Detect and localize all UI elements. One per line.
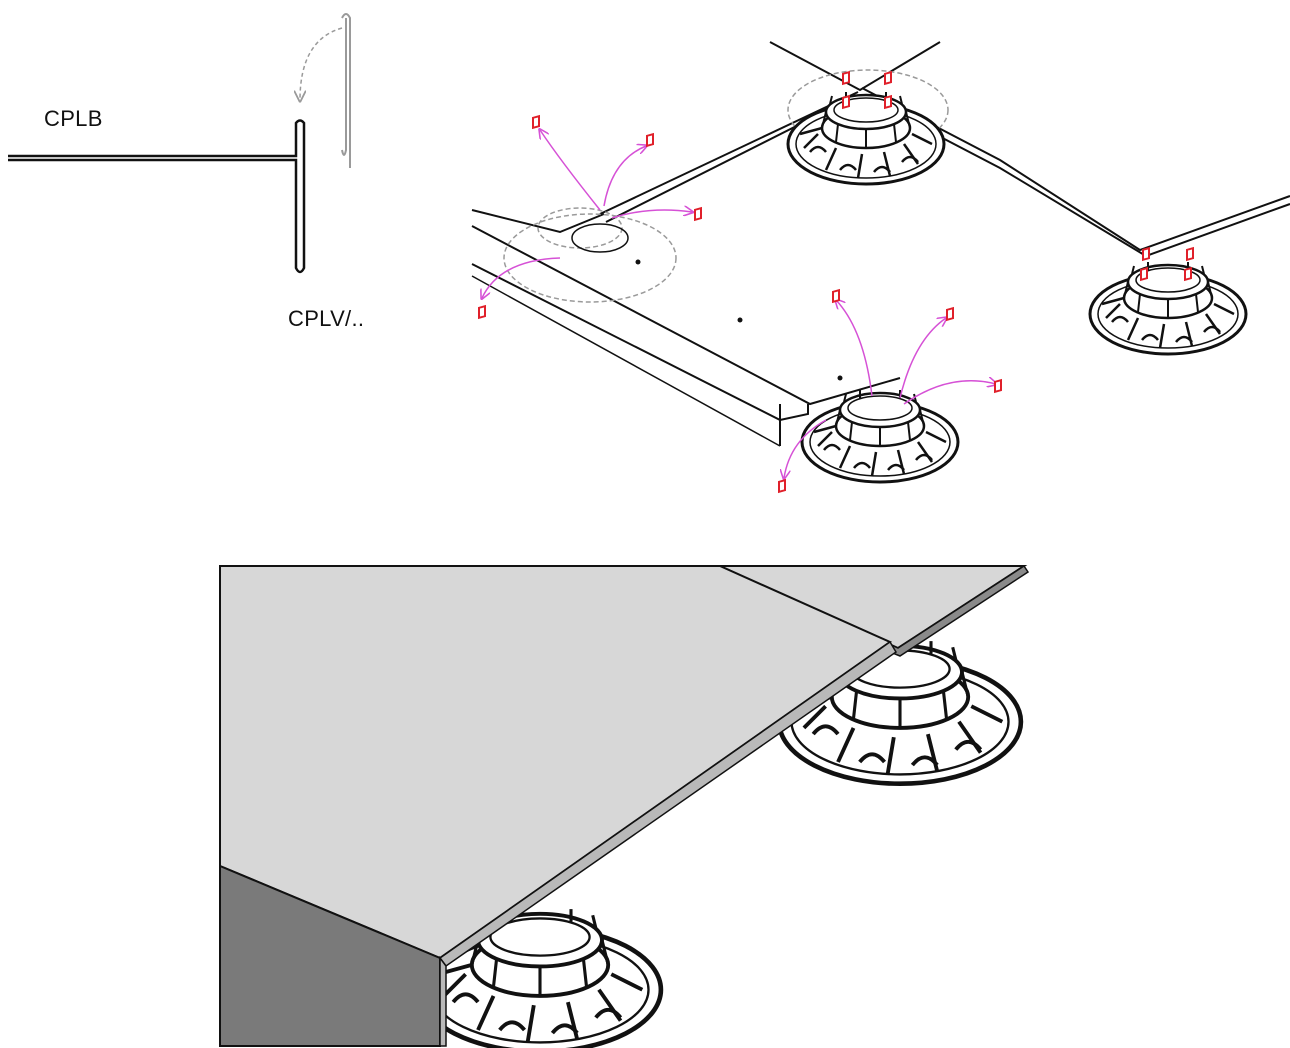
rubber-pad-icon	[884, 95, 892, 109]
rendered-tile-view	[219, 564, 1030, 1048]
ghost-arrow	[300, 27, 343, 100]
rubber-pad-icon	[884, 71, 892, 85]
rubber-pad-icon	[1140, 267, 1148, 281]
rubber-pad-icon	[1184, 267, 1192, 281]
profile-label-cplb: CPLB	[44, 106, 103, 131]
ghost-clip	[341, 13, 351, 168]
rubber-pad-icon	[532, 115, 540, 129]
cplb-profile-line	[8, 119, 306, 274]
profile-section	[8, 13, 351, 274]
rubber-pad-icon	[778, 479, 786, 493]
rubber-pad-icon	[1142, 247, 1150, 261]
rubber-pad-icon	[994, 379, 1002, 393]
rubber-pad-icon	[946, 307, 954, 321]
rubber-pad-icon	[832, 289, 840, 303]
pedestal-support-icon	[800, 388, 960, 484]
rubber-pad-icon	[646, 133, 654, 147]
profile-label-cplv: CPLV/..	[288, 306, 365, 331]
rubber-pad-icon	[694, 207, 702, 221]
pedestal-support-icon	[786, 90, 946, 186]
rubber-pad-icon	[478, 305, 486, 319]
rubber-pad-icon	[1186, 247, 1194, 261]
isometric-assembly	[471, 41, 1290, 493]
rubber-pad-icon	[842, 95, 850, 109]
rubber-pad-icon	[842, 71, 850, 85]
pedestal-support-icon	[1088, 260, 1248, 356]
